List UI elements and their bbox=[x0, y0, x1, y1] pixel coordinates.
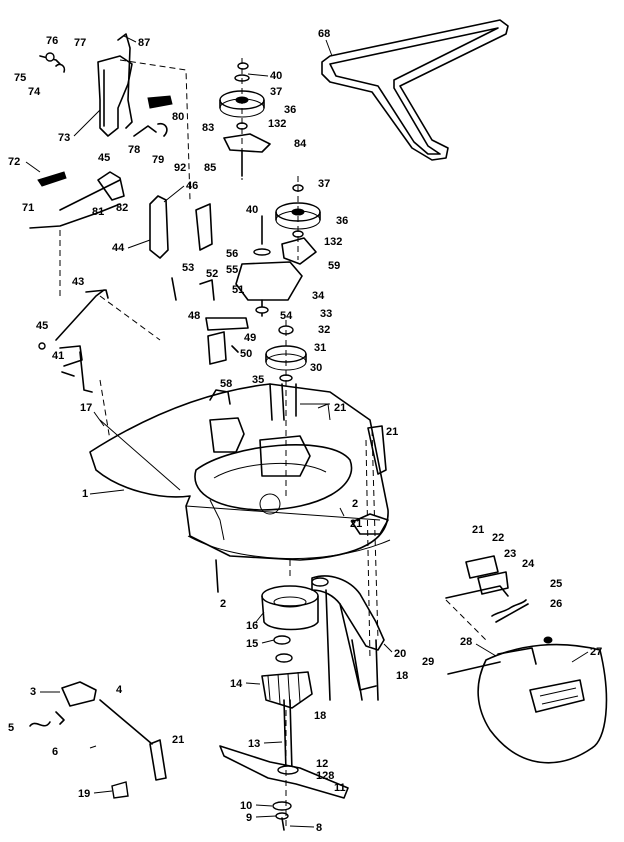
callout-40b: 40 bbox=[246, 204, 258, 216]
callout-11: 11 bbox=[334, 782, 346, 794]
deck-housing-drawing bbox=[89, 379, 391, 561]
callout-21a: 21 bbox=[334, 402, 346, 414]
callout-35: 35 bbox=[252, 374, 264, 386]
callout-50: 50 bbox=[240, 348, 252, 360]
callout-25: 25 bbox=[550, 578, 562, 590]
callout-82: 82 bbox=[116, 202, 128, 214]
callout-36a: 36 bbox=[284, 104, 296, 116]
callout-41: 41 bbox=[52, 350, 64, 362]
callout-56: 56 bbox=[226, 248, 238, 260]
callout-45b: 45 bbox=[36, 320, 48, 332]
callout-29: 29 bbox=[422, 656, 434, 668]
callout-87: 87 bbox=[138, 37, 150, 49]
callout-21d: 21 bbox=[172, 734, 184, 746]
callout-16: 16 bbox=[246, 620, 258, 632]
callout-21c: 21 bbox=[350, 518, 362, 530]
callout-10: 10 bbox=[240, 800, 252, 812]
callout-43: 43 bbox=[72, 276, 84, 288]
callout-3: 3 bbox=[30, 686, 36, 698]
callout-2a: 2 bbox=[352, 498, 358, 510]
upper-pulley-stack-drawing bbox=[171, 58, 331, 500]
callout-54: 54 bbox=[280, 310, 293, 322]
callout-132b: 132 bbox=[324, 236, 342, 248]
callout-40a: 40 bbox=[270, 70, 282, 82]
callout-14: 14 bbox=[230, 678, 243, 690]
callout-9: 9 bbox=[246, 812, 252, 824]
callout-75: 75 bbox=[14, 72, 26, 84]
callout-85: 85 bbox=[204, 162, 216, 174]
callout-30: 30 bbox=[310, 362, 322, 374]
callout-4: 4 bbox=[116, 684, 123, 696]
callout-53: 53 bbox=[182, 262, 194, 274]
callout-132a: 132 bbox=[268, 118, 286, 130]
callout-19: 19 bbox=[78, 788, 90, 800]
callout-45a: 45 bbox=[98, 152, 110, 164]
callout-18a: 18 bbox=[396, 670, 408, 682]
callout-128: 128 bbox=[316, 770, 334, 782]
callout-79: 79 bbox=[152, 154, 164, 166]
left-linkage-drawing bbox=[38, 289, 161, 393]
callout-6: 6 bbox=[52, 746, 58, 758]
callout-71: 71 bbox=[22, 202, 34, 214]
callout-52: 52 bbox=[206, 268, 218, 280]
callout-31: 31 bbox=[314, 342, 326, 354]
callout-18b: 18 bbox=[314, 710, 326, 722]
callout-49: 49 bbox=[244, 332, 256, 344]
callout-80: 80 bbox=[172, 111, 184, 123]
callout-15: 15 bbox=[246, 638, 258, 650]
callout-74: 74 bbox=[28, 86, 41, 98]
callout-81: 81 bbox=[92, 206, 104, 218]
callout-24: 24 bbox=[522, 558, 535, 570]
callout-12: 12 bbox=[316, 758, 328, 770]
callout-5: 5 bbox=[8, 722, 14, 734]
callout-78: 78 bbox=[128, 144, 140, 156]
callout-83: 83 bbox=[202, 122, 214, 134]
idler-arm-drawing bbox=[311, 575, 385, 701]
lower-spindle-drawing bbox=[215, 559, 349, 831]
callout-2b: 2 bbox=[220, 598, 226, 610]
lower-left-lever-drawing bbox=[29, 681, 167, 799]
discharge-chute-drawing bbox=[445, 555, 608, 764]
callout-23: 23 bbox=[504, 548, 516, 560]
callout-55: 55 bbox=[226, 264, 238, 276]
callout-59: 59 bbox=[328, 260, 340, 272]
callout-72: 72 bbox=[8, 156, 20, 168]
callout-48: 48 bbox=[188, 310, 200, 322]
callout-28: 28 bbox=[460, 636, 472, 648]
callout-labels: 76 77 87 75 74 73 80 78 79 92 45 72 81 8… bbox=[8, 28, 602, 834]
callout-21e: 21 bbox=[472, 524, 484, 536]
callout-68: 68 bbox=[318, 28, 330, 40]
callout-32: 32 bbox=[318, 324, 330, 336]
callout-46: 46 bbox=[186, 180, 198, 192]
callout-84: 84 bbox=[294, 138, 307, 150]
lift-lever-assembly-drawing bbox=[29, 33, 213, 300]
callout-77: 77 bbox=[74, 37, 86, 49]
callout-76: 76 bbox=[46, 35, 58, 47]
callout-58: 58 bbox=[220, 378, 232, 390]
callout-44: 44 bbox=[112, 242, 125, 254]
callout-1: 1 bbox=[82, 488, 88, 500]
callout-17: 17 bbox=[80, 402, 92, 414]
callout-8: 8 bbox=[316, 822, 322, 834]
callout-92: 92 bbox=[174, 162, 186, 174]
callout-33: 33 bbox=[320, 308, 332, 320]
callout-27: 27 bbox=[590, 646, 602, 658]
callout-20: 20 bbox=[394, 648, 406, 660]
callout-37a: 37 bbox=[270, 86, 282, 98]
callout-36b: 36 bbox=[336, 215, 348, 227]
callout-51: 51 bbox=[232, 284, 244, 296]
callout-21b: 21 bbox=[386, 426, 398, 438]
right-deck-brackets-drawing bbox=[339, 425, 389, 661]
drive-belt-drawing bbox=[321, 19, 509, 161]
callout-13: 13 bbox=[248, 738, 260, 750]
callout-26: 26 bbox=[550, 598, 562, 610]
callout-22: 22 bbox=[492, 532, 504, 544]
callout-73: 73 bbox=[58, 132, 70, 144]
callout-37b: 37 bbox=[318, 178, 330, 190]
callout-34: 34 bbox=[312, 290, 325, 302]
